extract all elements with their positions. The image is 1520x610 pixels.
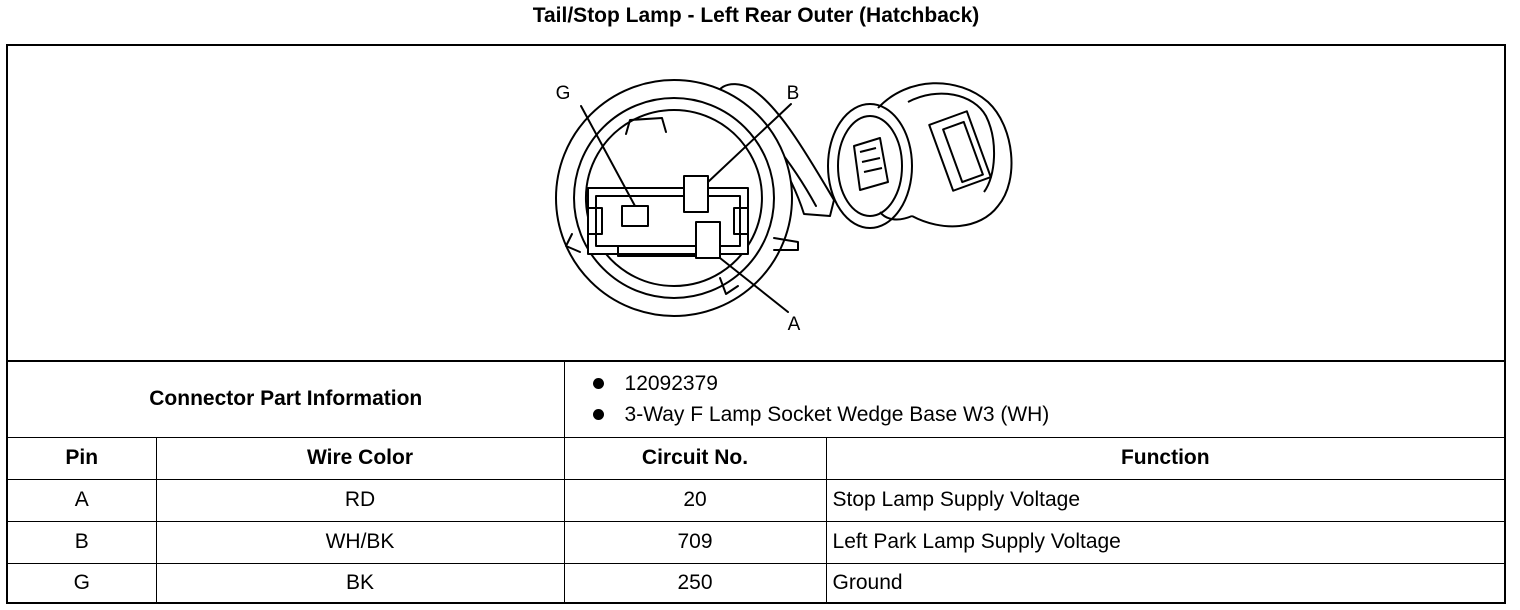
table-row: A RD 20 Stop Lamp Supply Voltage [8, 478, 1505, 522]
terminal-g [621, 205, 649, 227]
table-header-row: Pin Wire Color Circuit No. Function [8, 436, 1505, 480]
connector-diagram: G B A [8, 46, 1504, 360]
table-row: B WH/BK 709 Left Park Lamp Supply Voltag… [8, 520, 1505, 564]
connector-info-list: 12092379 3-Way F Lamp Socket Wedge Base … [571, 368, 1499, 430]
leader-b [707, 103, 792, 183]
header-circuit: Circuit No. [563, 436, 827, 480]
cell-wire-color: BK [155, 562, 565, 603]
cell-function: Left Park Lamp Supply Voltage [825, 520, 1505, 564]
pin-label-a: A [788, 314, 801, 335]
header-wire-color: Wire Color [155, 436, 565, 480]
cell-function: Stop Lamp Supply Voltage [825, 478, 1505, 522]
connector-info-cell: 12092379 3-Way F Lamp Socket Wedge Base … [563, 360, 1505, 438]
connector-info-item: 12092379 [589, 368, 1499, 399]
bullet-icon [592, 409, 604, 421]
cell-pin: G [8, 562, 157, 603]
connector-info-label: Connector Part Information [8, 360, 565, 438]
cell-circuit: 709 [563, 520, 827, 564]
terminal-b [683, 175, 709, 213]
cell-wire-color: RD [155, 478, 565, 522]
connector-info-row: Connector Part Information 12092379 3-Wa… [8, 360, 1505, 438]
connector-info-item: 3-Way F Lamp Socket Wedge Base W3 (WH) [589, 399, 1499, 430]
pin-label-g: G [556, 83, 571, 104]
pinout-table: Connector Part Information 12092379 3-Wa… [8, 360, 1505, 603]
cell-circuit: 20 [563, 478, 827, 522]
header-pin: Pin [8, 436, 157, 480]
cell-wire-color: WH/BK [155, 520, 565, 564]
connector-body [587, 187, 749, 255]
header-function: Function [825, 436, 1505, 480]
page-title: Tail/Stop Lamp - Left Rear Outer (Hatchb… [532, 4, 980, 27]
pin-label-b: B [787, 83, 800, 104]
cell-pin: A [8, 478, 157, 522]
connector-face-drawing: G B A [555, 79, 1013, 335]
bullet-icon [592, 378, 604, 390]
connector-side-view [827, 82, 1013, 229]
cell-circuit: 250 [563, 562, 827, 603]
leader-g [580, 105, 636, 207]
table-row: G BK 250 Ground [8, 562, 1505, 603]
cell-pin: B [8, 520, 157, 564]
terminal-a [695, 221, 721, 259]
leader-a [719, 257, 789, 313]
cell-function: Ground [825, 562, 1505, 603]
connector-frame: G B A Connector Part Information 1209237… [6, 44, 1506, 604]
